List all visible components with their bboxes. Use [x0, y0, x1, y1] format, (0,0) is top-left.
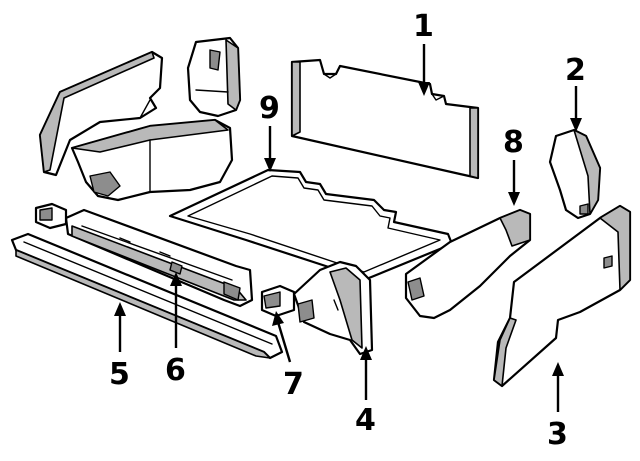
callout-7: 7 [283, 367, 304, 402]
callout-9: 9 [259, 91, 280, 126]
callout-2: 2 [565, 53, 586, 88]
callout-labels: 1 2 3 4 5 6 7 8 9 [109, 9, 586, 452]
callout-6: 6 [165, 353, 186, 388]
callout-8: 8 [503, 125, 524, 160]
part-4-side-trim-panel [292, 260, 374, 356]
callout-4: 4 [355, 403, 376, 438]
part-5-sill-strip [10, 232, 284, 360]
part-3-right-quarter-trim-panel [492, 204, 632, 388]
callout-1: 1 [413, 9, 434, 44]
left-upper-side-trim [186, 36, 242, 118]
part-7-clip [260, 284, 296, 318]
callout-5: 5 [109, 357, 130, 392]
left-quarter-trim-panel [38, 50, 164, 177]
left-bracket [34, 202, 68, 230]
part-2-upper-trim-piece [548, 128, 602, 220]
leader-lines [114, 44, 582, 412]
part-8-right-wheelhouse-trim [404, 208, 532, 320]
left-wheelhouse-cover [70, 118, 234, 202]
part-6-rear-sill-trim [64, 208, 254, 308]
callout-3: 3 [547, 417, 568, 452]
part-1-back-panel [290, 58, 480, 180]
